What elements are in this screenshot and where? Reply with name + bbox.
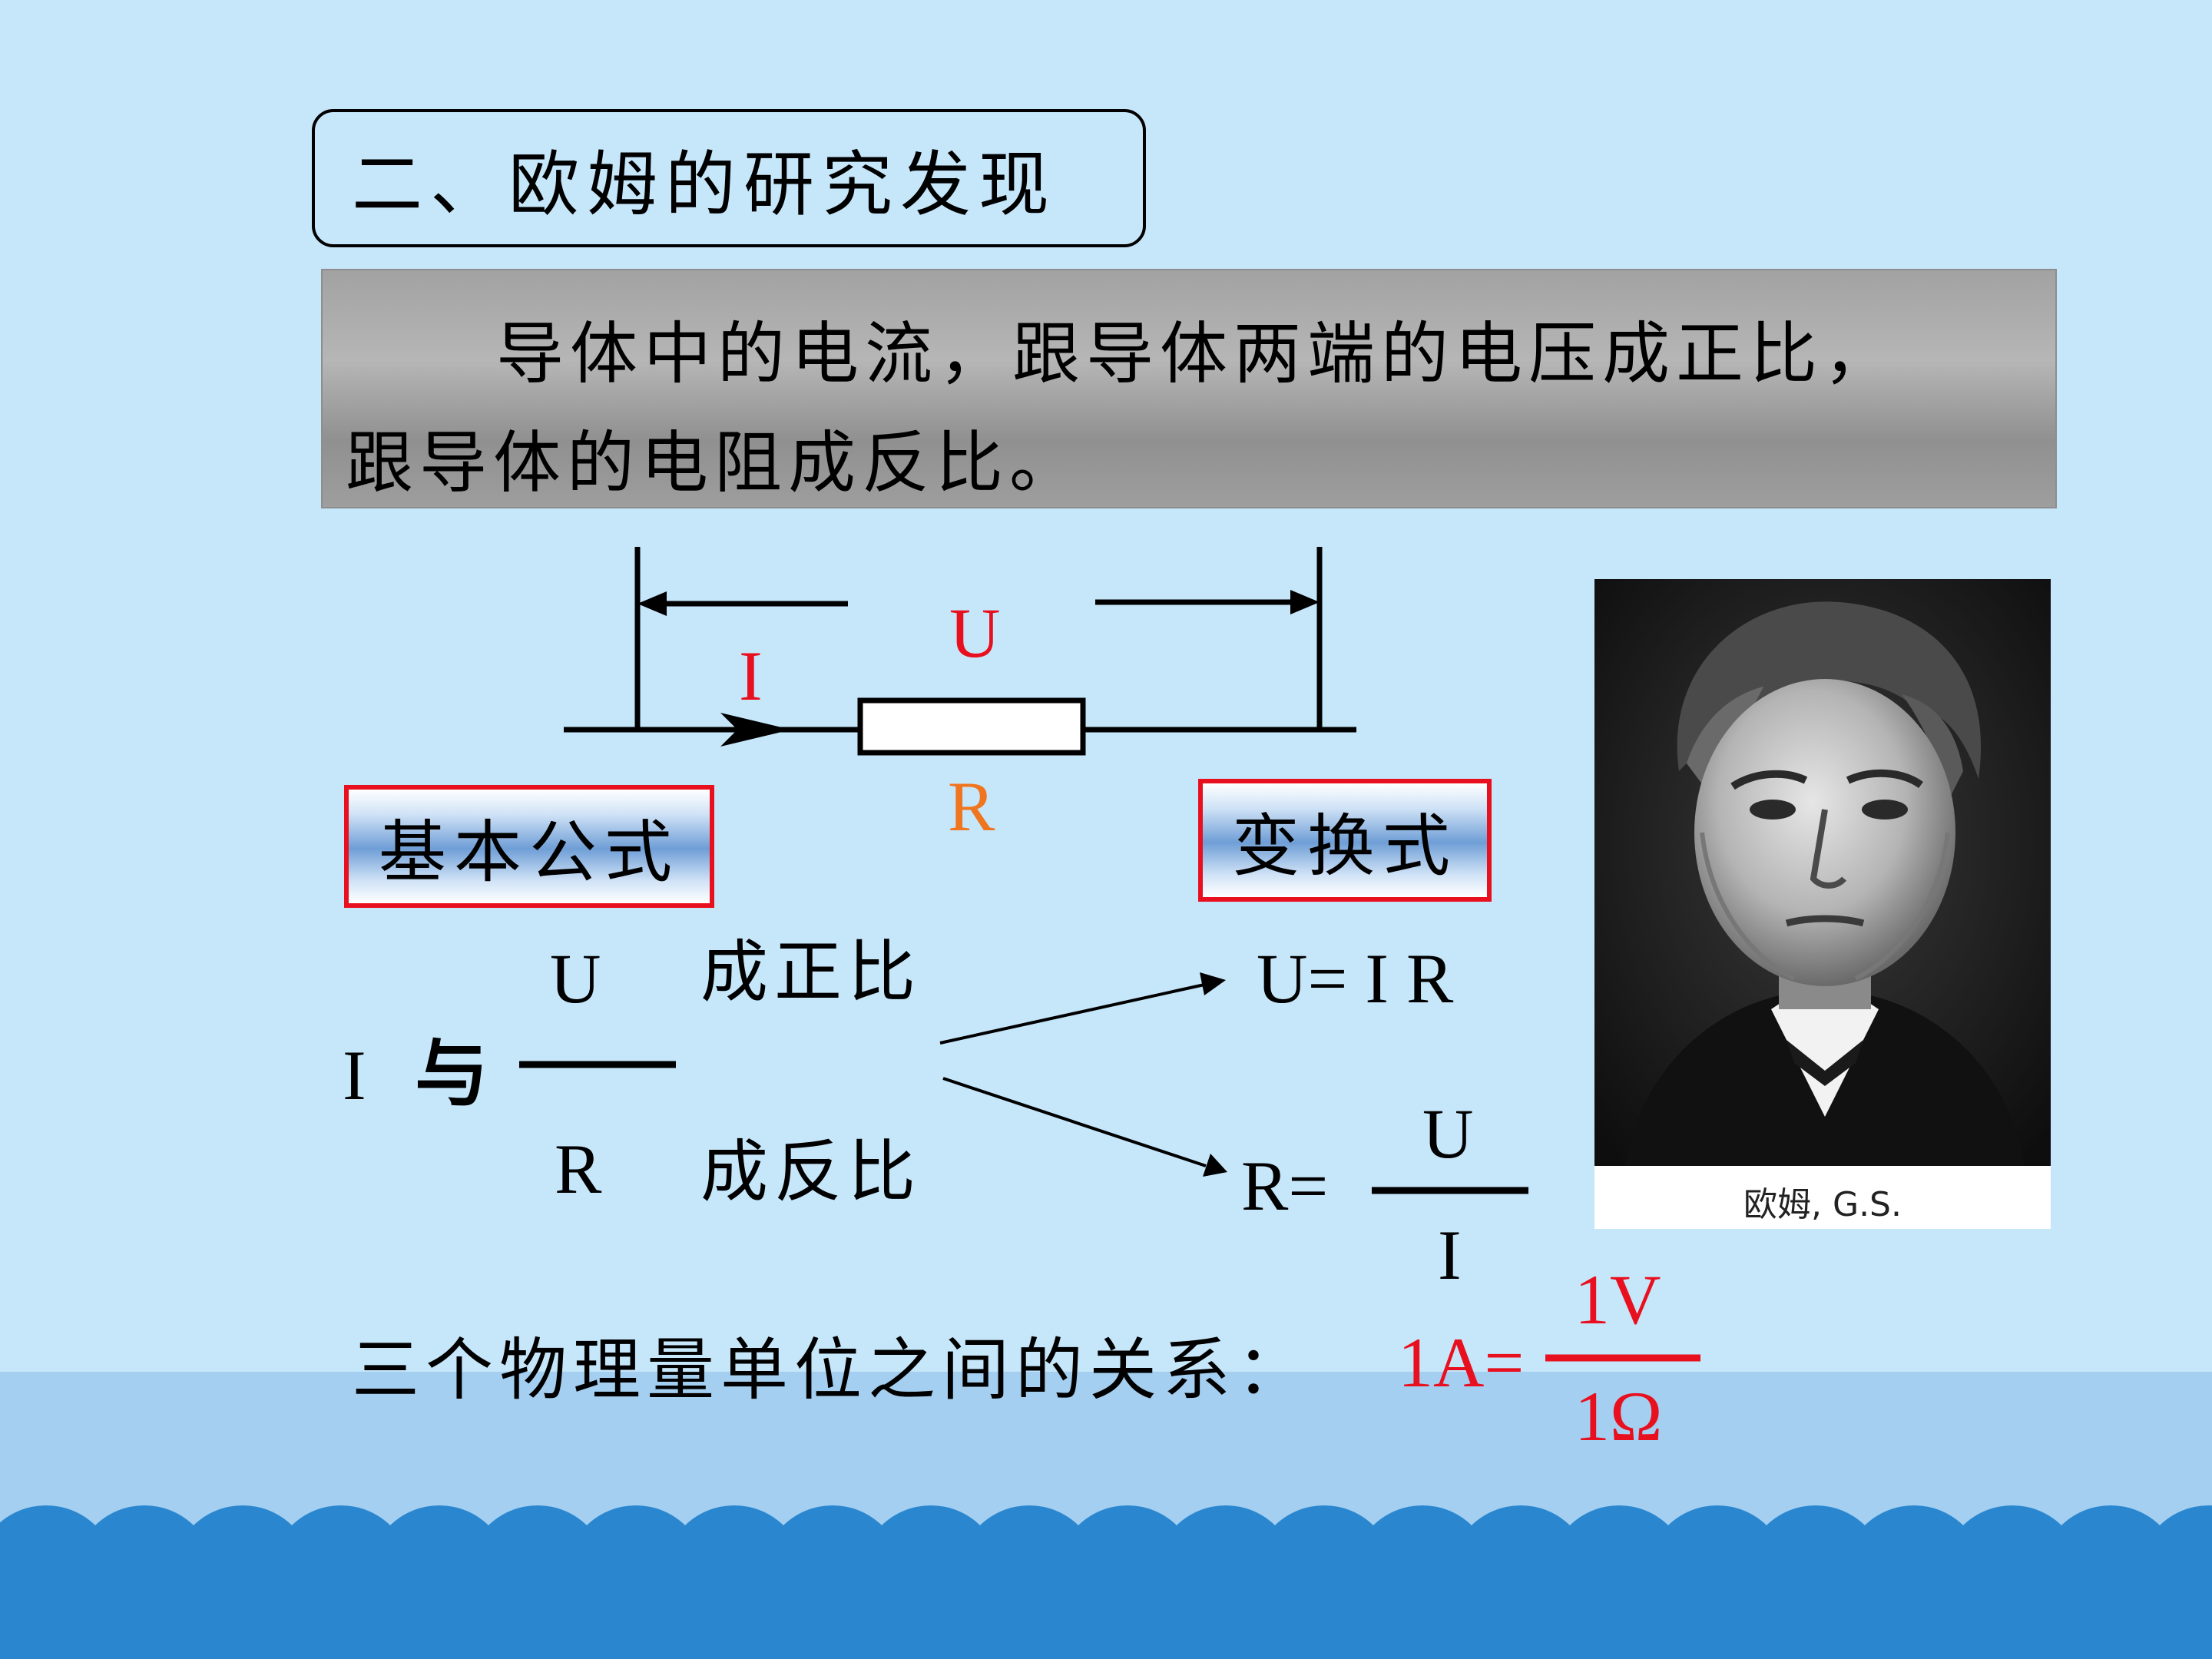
- ohm-portrait-image: [1594, 579, 2051, 1166]
- units-lhs: 1A=: [1398, 1323, 1525, 1402]
- units-denominator: 1Ω: [1575, 1377, 1663, 1455]
- decorative-waves: [0, 1505, 2212, 1659]
- ohm-portrait: 欧姆, G.S.: [1594, 579, 2051, 1229]
- formula-r-numerator: U: [1422, 1094, 1474, 1173]
- slide-title-text: 二、欧姆的研究发现: [352, 143, 1058, 226]
- wave-circle: [2187, 1599, 2212, 1659]
- current-arrow-icon: [720, 713, 791, 747]
- units-numerator: 1V: [1575, 1260, 1661, 1339]
- definition-line-1: 导体中的电流，跟导体两端的电压成正比，: [496, 314, 1898, 393]
- arrow-to-r-ui: [942, 1077, 1207, 1167]
- formula-r-lhs: R=: [1241, 1147, 1329, 1225]
- voltage-arrowhead-right: [1290, 590, 1320, 614]
- portrait-caption: 欧姆, G.S.: [1743, 1185, 1902, 1224]
- units-prefix: 三个物理量单位之间的关系：: [352, 1330, 1311, 1409]
- basic-connector: 与: [415, 1030, 488, 1117]
- arrow-to-u-ir: [939, 983, 1205, 1045]
- definition-box: 导体中的电流，跟导体两端的电压成正比， 跟导体的电阻成反比。: [321, 269, 2057, 508]
- definition-line-2: 跟导体的电阻成反比。: [346, 423, 1084, 502]
- inverse-text: 成反比: [700, 1132, 922, 1211]
- formula-r-denominator: I: [1438, 1216, 1462, 1294]
- transform-label: 变换式: [1198, 779, 1492, 902]
- arrowhead-to-r-ui: [1203, 1154, 1227, 1177]
- basic-numerator-u: U: [550, 939, 601, 1018]
- voltage-label: U: [949, 594, 1001, 672]
- transform-label-text: 变换式: [1231, 806, 1458, 886]
- basic-formula-label: 基本公式: [344, 785, 714, 908]
- resistance-label: R: [948, 767, 995, 846]
- slide-title: 二、欧姆的研究发现: [312, 109, 1146, 247]
- resistor-icon: [857, 697, 1086, 756]
- basic-lhs-i: I: [343, 1036, 366, 1114]
- wave-circle: [2089, 1582, 2212, 1659]
- arrowhead-to-u-ir: [1200, 972, 1226, 995]
- proportional-text: 成正比: [700, 932, 922, 1012]
- basic-formula-label-text: 基本公式: [378, 812, 680, 892]
- current-label: I: [739, 637, 763, 715]
- formula-u-ir: U= I R: [1257, 939, 1454, 1018]
- basic-denominator-r: R: [555, 1130, 602, 1208]
- voltage-arrowhead-left: [637, 591, 667, 616]
